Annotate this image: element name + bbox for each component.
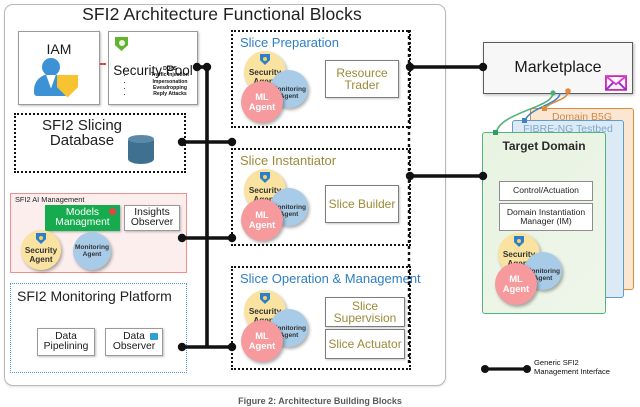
list-item: Evesdropping [133, 85, 207, 91]
models-management-button[interactable]: Models Managment [45, 205, 120, 231]
monitoring-agent-node[interactable]: Monitoring Agent [524, 252, 562, 290]
agent-label: Agent [248, 101, 276, 112]
agent-label: Security [248, 307, 282, 317]
agent-label: ML [255, 91, 269, 103]
curve-to-b5g-domain [544, 91, 569, 110]
models-management-label: Models Managment [55, 206, 110, 228]
data-pipelining-label: Data Pipelining [43, 330, 89, 352]
agent-label: Agent [82, 251, 102, 258]
ai-agent-cluster: Security Agent Monitoring Agent [19, 230, 139, 272]
sfi2-slicing-database-block[interactable]: SFI2 Slicing Database [14, 113, 186, 173]
iam-block[interactable]: IAM [18, 31, 100, 105]
green-shield-icon [115, 37, 128, 51]
slice-operation-title: Slice Operation & Management [240, 271, 421, 286]
slice-actuator-button[interactable]: Slice Actuator [325, 329, 405, 359]
shield-icon [514, 236, 524, 247]
agent-label: Security [248, 186, 282, 196]
agent-label: Monitoring [525, 268, 561, 275]
target-domain-label: Target Domain [502, 139, 586, 153]
shield-icon [260, 293, 270, 304]
slice-preparation-title: Slice Preparation [240, 35, 339, 50]
agent-label: Agent [533, 275, 553, 282]
slice-supervision-button[interactable]: Slice Supervision [325, 297, 405, 327]
security-pool-threat-list: DDoS Traffic Injection Impersonation Eve… [119, 66, 207, 97]
insights-observer-label: Insights Observer [130, 206, 174, 228]
shield-icon [36, 233, 46, 244]
agent-cluster: Security Agent Monitoring Agent ML Agent [241, 51, 321, 123]
page-title: SFI2 Architecture Functional Blocks [82, 4, 362, 24]
legend-line-2: Management Interface [534, 366, 610, 376]
ml-agent-node[interactable]: ML Agent [241, 320, 283, 362]
resource-trader-button[interactable]: Resource Trader [325, 60, 399, 98]
agent-label: Monitoring [271, 325, 307, 332]
agent-label: Agent [279, 332, 299, 339]
agent-label: Agent [502, 283, 530, 294]
agent-cluster: Security Agent Monitoring Agent ML Agent [241, 290, 321, 362]
control-actuation-label: Control/Actuation [513, 185, 579, 196]
security-agent-node[interactable]: Security Agent [21, 230, 61, 270]
monitor-icon [150, 333, 158, 340]
resource-trader-label: Resource Trader [336, 65, 388, 92]
monitoring-platform-label: SFI2 Monitoring Platform [17, 288, 172, 304]
iam-label: IAM [46, 40, 72, 57]
marketplace-block[interactable]: Marketplace [483, 42, 633, 94]
slice-supervision-label: Slice Supervision [333, 298, 397, 325]
slice-actuator-label: Slice Actuator [328, 336, 402, 351]
user-shield-icon [33, 57, 85, 98]
sfi2-monitoring-platform-panel: SFI2 Monitoring Platform Data Pipelining… [10, 283, 187, 373]
ml-agent-node[interactable]: ML Agent [495, 263, 537, 305]
slicing-database-label: SFI2 Slicing Database [41, 117, 123, 149]
gear-icon [109, 208, 116, 215]
agent-label: ML [255, 330, 269, 342]
database-cylinder-icon [128, 135, 154, 164]
agent-label: Monitoring [271, 204, 307, 211]
monitoring-agent-node[interactable]: Monitoring Agent [73, 232, 111, 270]
security-pool-title: Security Pool [113, 62, 193, 78]
ml-agent-node[interactable]: ML Agent [241, 199, 283, 241]
slice-instantiator-block[interactable]: Slice Instantiator Security Agent Monito… [231, 148, 411, 246]
agent-label: Agent [29, 255, 53, 264]
shield-icon [260, 54, 270, 65]
data-observer-label: Data Observer [112, 330, 156, 352]
slice-builder-button[interactable]: Slice Builder [325, 185, 399, 223]
slice-instantiator-title: Slice Instantiator [240, 153, 337, 168]
agent-label: Security [248, 68, 282, 78]
legend-text: Generic SFI2 Management Interface [534, 358, 610, 376]
agent-label: Security [24, 246, 58, 256]
insights-observer-button[interactable]: Insights Observer [124, 205, 180, 231]
target-domain-panel[interactable]: Target Domain Control/Actuation Domain I… [482, 132, 606, 314]
domain-instantiation-manager-label: Domain Instantiation Manager (IM) [506, 206, 586, 226]
slice-builder-label: Slice Builder [328, 196, 396, 211]
agent-label: Agent [279, 93, 299, 100]
list-item: Reply Attacks [133, 91, 207, 97]
list-item: Impersonation [133, 79, 207, 85]
legend-line-1: Generic SFI2 [534, 358, 579, 367]
ml-agent-node[interactable]: ML Agent [241, 81, 283, 123]
security-pool-block[interactable]: Security Pool DDoS Traffic Injection Imp… [108, 31, 198, 105]
sfi2-ai-management-panel: SFI2 AI Management Models Managment Insi… [10, 193, 187, 273]
shield-icon [260, 172, 270, 183]
list-item: DDoS [133, 66, 207, 72]
legend: Generic SFI2 Management Interface [478, 358, 638, 392]
agent-label: Security [502, 250, 536, 260]
ai-management-label: SFI2 AI Management [15, 195, 85, 204]
agent-label: ML [509, 273, 523, 285]
agent-label: Monitoring [271, 86, 307, 93]
agent-label: Agent [248, 340, 276, 351]
agent-label: Monitoring [74, 244, 110, 251]
marketplace-label: Marketplace [514, 59, 602, 76]
data-pipelining-button[interactable]: Data Pipelining [37, 328, 95, 356]
agent-cluster: Security Agent Monitoring Agent ML Agent [495, 233, 575, 305]
agent-label: Agent [248, 219, 276, 230]
agent-label: ML [255, 209, 269, 221]
domain-instantiation-manager-box[interactable]: Domain Instantiation Manager (IM) [499, 203, 593, 231]
data-observer-button[interactable]: Data Observer [105, 328, 163, 356]
agent-cluster: Security Agent Monitoring Agent ML Agent [241, 169, 321, 241]
envelope-icon [605, 75, 627, 91]
list-item: Traffic Injection [133, 72, 207, 78]
figure-caption: Figure 2: Architecture Building Blocks [238, 396, 402, 406]
agent-label: Agent [279, 211, 299, 218]
control-actuation-box[interactable]: Control/Actuation [499, 181, 593, 201]
